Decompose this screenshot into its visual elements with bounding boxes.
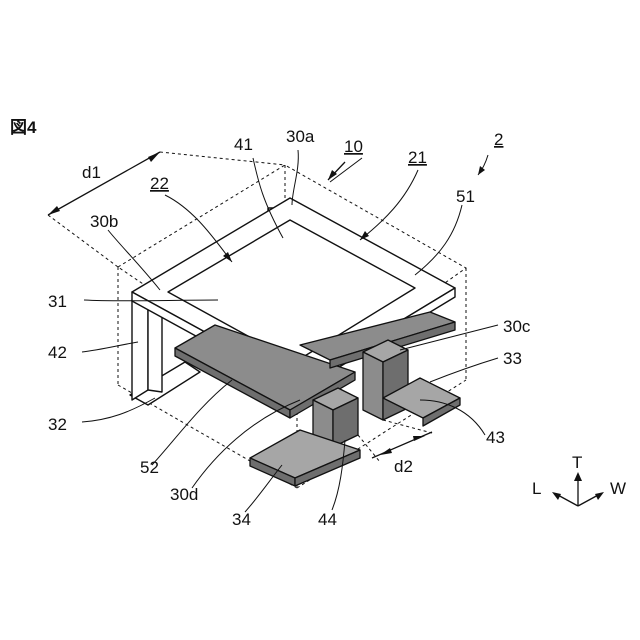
direction-axes: T L W — [532, 453, 626, 506]
label-33: 33 — [503, 349, 522, 368]
label-d1: d1 — [82, 163, 101, 182]
label-22: 22 — [150, 174, 169, 193]
label-10: 10 — [344, 137, 363, 156]
label-32: 32 — [48, 415, 67, 434]
arrow-2 — [478, 166, 485, 175]
label-31: 31 — [48, 292, 67, 311]
label-30a: 30a — [286, 127, 315, 146]
dimension-d1 — [48, 152, 160, 215]
label-44: 44 — [318, 510, 337, 529]
label-30d: 30d — [170, 485, 198, 504]
label-30c: 30c — [503, 317, 531, 336]
label-2: 2 — [494, 130, 503, 149]
label-d2: d2 — [394, 457, 413, 476]
axis-t: T — [572, 453, 582, 472]
axis-w: W — [610, 479, 626, 498]
axis-l: L — [532, 479, 541, 498]
label-42: 42 — [48, 343, 67, 362]
label-34: 34 — [232, 510, 251, 529]
label-43: 43 — [486, 428, 505, 447]
via-conductor-43 — [363, 340, 408, 420]
dimension-d2 — [358, 420, 432, 462]
label-30b: 30b — [90, 212, 118, 231]
label-51: 51 — [456, 187, 475, 206]
figure-title: 図4 — [10, 118, 37, 137]
label-52: 52 — [140, 458, 159, 477]
label-21: 21 — [408, 148, 427, 167]
label-41: 41 — [234, 135, 253, 154]
